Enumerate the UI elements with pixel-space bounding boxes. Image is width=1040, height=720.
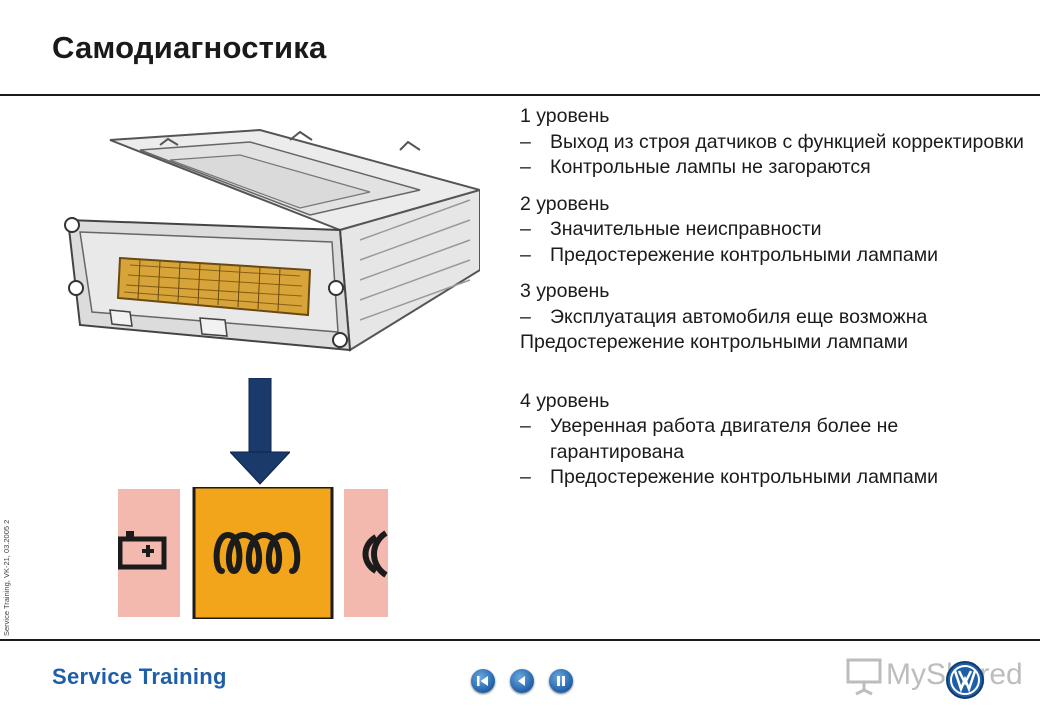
level-block: 2 уровень –Значительные неисправности –П… bbox=[520, 192, 1030, 269]
presentation-icon bbox=[846, 658, 882, 696]
down-arrow-icon bbox=[230, 378, 290, 485]
ecu-illustration bbox=[64, 128, 480, 352]
rewind-icon bbox=[477, 676, 488, 686]
battery-warning-icon bbox=[118, 489, 180, 617]
brake-warning-icon bbox=[344, 489, 388, 617]
list-item: –Уверенная работа двигателя более не гар… bbox=[520, 415, 899, 463]
level-block: 4 уровень –Уверенная работа двигателя бо… bbox=[520, 389, 1030, 491]
level-block: 1 уровень –Выход из строя датчиков с фун… bbox=[520, 104, 1030, 181]
back-icon bbox=[518, 676, 525, 686]
list-item-plain: Предостережение контрольными лампами bbox=[520, 331, 909, 353]
title-divider bbox=[0, 94, 1040, 96]
list-item: –Выход из строя датчиков с функцией корр… bbox=[520, 130, 1024, 153]
level-heading: 2 уровень bbox=[520, 192, 610, 215]
pause-icon bbox=[557, 676, 565, 686]
glow-plug-icon bbox=[192, 487, 334, 619]
level-heading: 3 уровень bbox=[520, 280, 610, 302]
levels-list: 1 уровень –Выход из строя датчиков с фун… bbox=[520, 104, 1030, 502]
first-slide-button[interactable] bbox=[471, 669, 495, 693]
list-item: –Предостережение контрольными лампами bbox=[520, 243, 939, 266]
previous-slide-button[interactable] bbox=[510, 669, 534, 693]
vw-logo-icon bbox=[946, 661, 984, 699]
list-item: –Значительные неисправности bbox=[520, 218, 822, 240]
pause-button[interactable] bbox=[549, 669, 573, 693]
slide-title: Самодиагностика bbox=[52, 30, 327, 65]
side-note: Service Training, VK-21, 03.2005 2 bbox=[2, 519, 11, 636]
footer-brand: Service Training bbox=[52, 664, 227, 689]
level-block: 3 уровень –Эксплуатация автомобиля еще в… bbox=[520, 279, 1030, 378]
warning-lamps bbox=[118, 487, 388, 619]
list-item: –Контрольные лампы не загораются bbox=[520, 156, 871, 178]
level-heading: 1 уровень bbox=[520, 105, 610, 127]
level-heading: 4 уровень bbox=[520, 389, 610, 412]
list-item: –Предостережение контрольными лампами bbox=[520, 466, 939, 488]
list-item: –Эксплуатация автомобиля еще возможна bbox=[520, 305, 928, 328]
footer-divider bbox=[0, 639, 1040, 641]
